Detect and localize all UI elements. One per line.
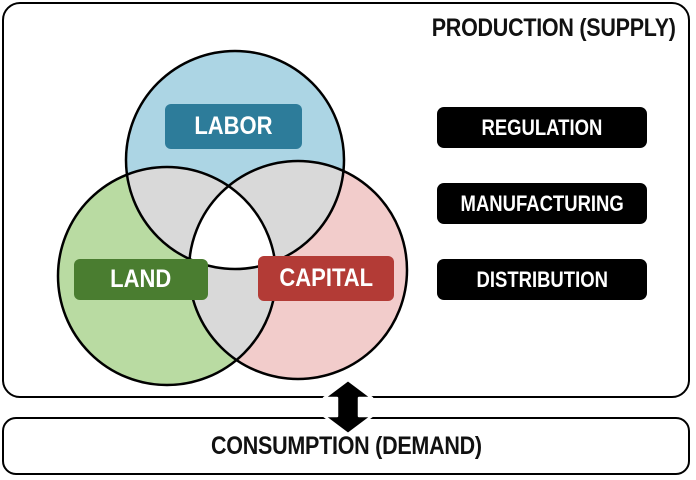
labor-label: LABOR <box>165 104 302 149</box>
manufacturing-label: MANUFACTURING <box>460 190 624 216</box>
regulation-box: REGULATION <box>437 107 647 148</box>
capital-label: CAPITAL <box>258 256 394 301</box>
manufacturing-box: MANUFACTURING <box>437 183 647 224</box>
consumption-demand-box: CONSUMPTION (DEMAND) <box>2 417 690 475</box>
center-overlap <box>189 167 276 269</box>
land-label: LAND <box>74 259 208 300</box>
regulation-label: REGULATION <box>481 114 603 140</box>
labor-label-text: LABOR <box>194 112 273 140</box>
production-title: PRODUCTION (SUPPLY) <box>432 14 676 42</box>
double-headed-vertical-arrow-icon <box>322 378 374 436</box>
land-label-text: LAND <box>110 265 172 293</box>
distribution-box: DISTRIBUTION <box>437 259 647 300</box>
distribution-label: DISTRIBUTION <box>476 266 608 292</box>
consumption-title: CONSUMPTION (DEMAND) <box>210 431 482 460</box>
capital-label-text: CAPITAL <box>279 264 373 292</box>
